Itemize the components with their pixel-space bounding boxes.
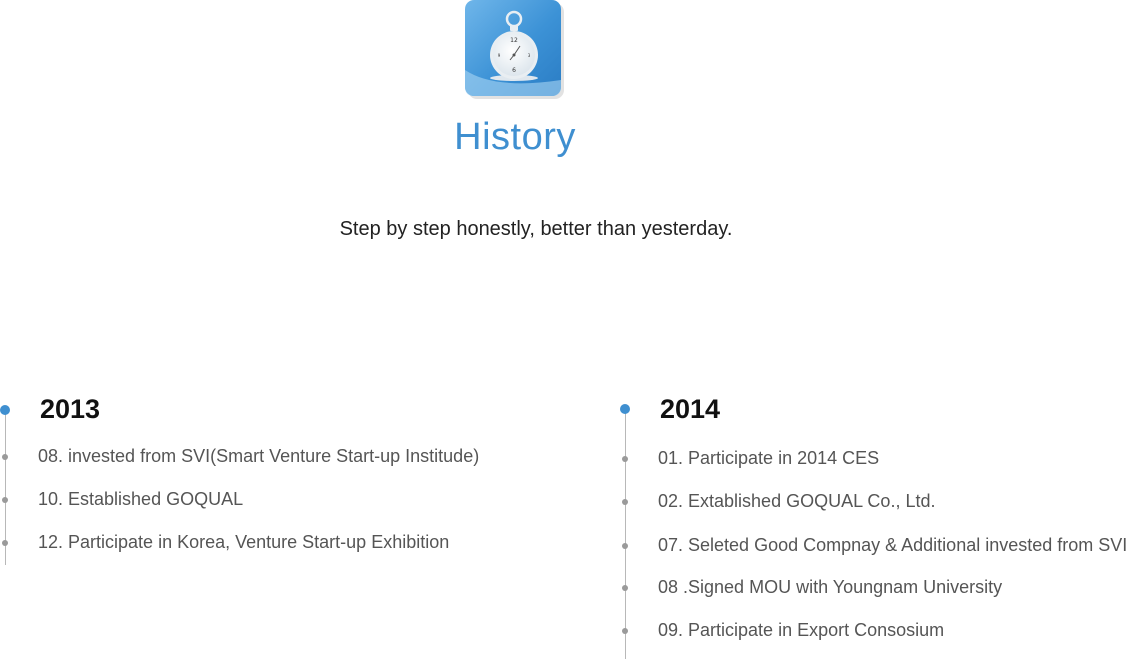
- entry-bullet: [622, 585, 628, 591]
- timeline-2013: 2013 08. invested from SVI(Smart Venture…: [0, 394, 560, 570]
- svg-text:3: 3: [528, 53, 531, 58]
- entry-bullet: [2, 454, 8, 460]
- year-label: 2014: [660, 394, 721, 424]
- timeline-line: [625, 410, 626, 659]
- entry-text: 08. invested from SVI(Smart Venture Star…: [38, 446, 480, 466]
- svg-text:6: 6: [512, 67, 516, 74]
- page-tagline: Step by step honestly, better than yeste…: [339, 218, 733, 240]
- entry-bullet: [2, 540, 8, 546]
- entry-bullet: [622, 456, 628, 462]
- timeline-entry: 12. Participate in Korea, Venture Start-…: [0, 532, 560, 552]
- timeline-line: [5, 410, 6, 565]
- entry-bullet: [622, 499, 628, 505]
- page-title: History: [454, 116, 576, 158]
- svg-text:9: 9: [498, 53, 501, 58]
- entry-bullet: [622, 628, 628, 634]
- entry-text: 12. Participate in Korea, Venture Start-…: [38, 532, 450, 552]
- timeline-entry: 09. Participate in Export Consosium: [620, 620, 1137, 640]
- timeline-entry: 10. Established GOQUAL: [0, 489, 560, 509]
- svg-text:12: 12: [510, 37, 518, 44]
- year-dot: [0, 405, 10, 415]
- entry-bullet: [2, 497, 8, 503]
- year-dot: [620, 404, 630, 414]
- timeline-entry: 08. invested from SVI(Smart Venture Star…: [0, 446, 560, 466]
- timeline-entry: 01. Participate in 2014 CES: [620, 448, 1137, 468]
- entry-text: 02. Extablished GOQUAL Co., Ltd.: [658, 491, 936, 511]
- stopwatch-icon: 12 6 9 3: [465, 0, 565, 100]
- year-label: 2013: [40, 394, 101, 424]
- timeline-entry: 07. Seleted Good Compnay & Additional in…: [620, 535, 1137, 555]
- entry-text: 07. Seleted Good Compnay & Additional in…: [658, 535, 1128, 555]
- timeline-entry: 02. Extablished GOQUAL Co., Ltd.: [620, 491, 1137, 511]
- timeline-2014: 2014 01. Participate in 2014 CES 02. Ext…: [620, 394, 1137, 659]
- entry-text: 08 .Signed MOU with Youngnam University: [658, 577, 1003, 597]
- entry-text: 01. Participate in 2014 CES: [658, 448, 880, 468]
- timeline-entry: 08 .Signed MOU with Youngnam University: [620, 577, 1137, 597]
- entry-text: 10. Established GOQUAL: [38, 489, 244, 509]
- entry-text: 09. Participate in Export Consosium: [658, 620, 945, 640]
- entry-bullet: [622, 543, 628, 549]
